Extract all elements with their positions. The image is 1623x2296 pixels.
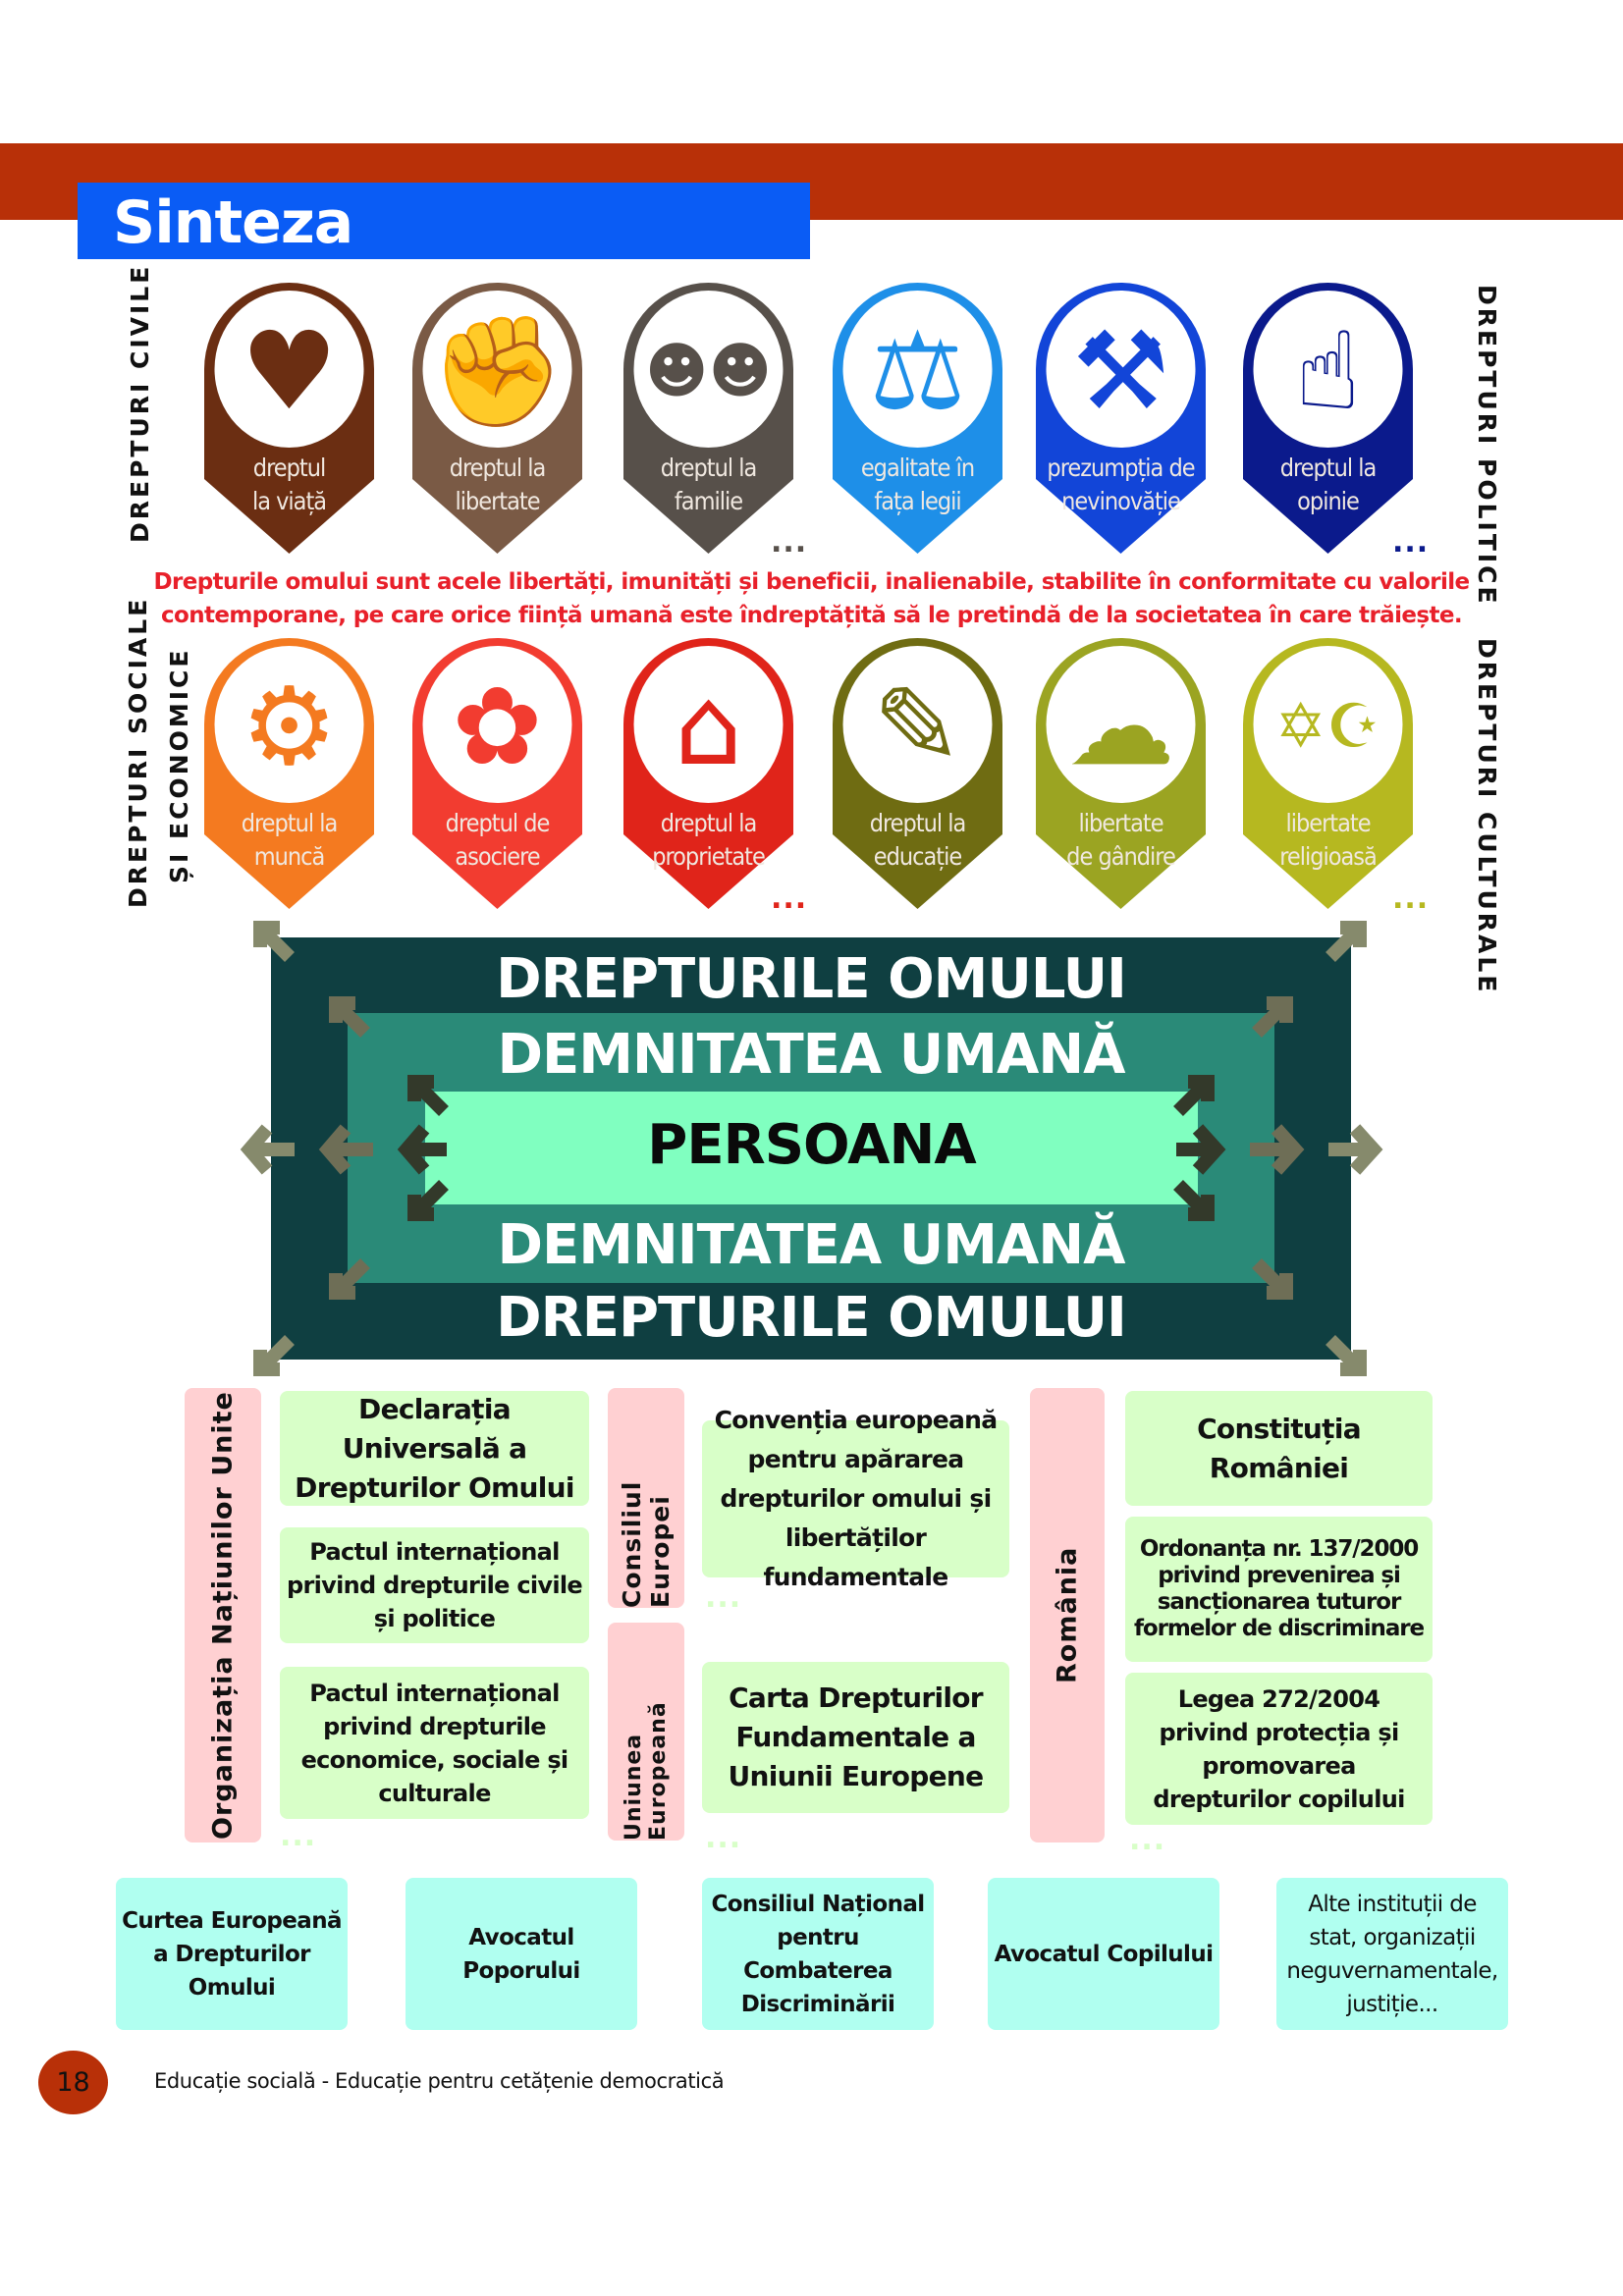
inner-arrows xyxy=(397,1075,1226,1221)
org-onu: Organizația Națiunilor Unite xyxy=(185,1388,261,1842)
badge-shape xyxy=(204,638,374,909)
outer-arrows xyxy=(240,921,1383,1376)
ue-more-ellipsis: ... xyxy=(705,1821,742,1855)
thinker-clouds-icon: ☁ xyxy=(1066,664,1175,789)
gavel-court-icon: ⚒ xyxy=(1072,308,1169,434)
more-political-rights-ellipsis: ... xyxy=(1392,525,1430,560)
inst-avocatul-poporului: Avocatul Poporului xyxy=(406,1878,637,2030)
org-consiliul-europei-label: Consiliul Europei xyxy=(618,1480,675,1608)
middle-top-text: DEMNITATEA UMANĂ xyxy=(497,1023,1125,1087)
onu-more-ellipsis: ... xyxy=(280,1819,317,1853)
badge-shape xyxy=(1243,638,1413,909)
speaker-podium-icon: ☝ xyxy=(1295,308,1361,434)
religion-symbols-icon: ✡☪ xyxy=(1274,690,1381,762)
chained-fists-icon: ✊ xyxy=(430,308,565,434)
doc-pact-civile-politice: Pactul internațional privind drepturile … xyxy=(280,1527,589,1643)
ro-more-ellipsis: ... xyxy=(1129,1823,1166,1857)
badge-shape xyxy=(833,283,1002,554)
definition-line-1: Drepturile omului sunt acele libertăți, … xyxy=(153,569,1470,595)
org-consiliul-europei: Consiliul Europei xyxy=(608,1388,684,1608)
badge-shape xyxy=(412,283,582,554)
inst-curtea-europeana: Curtea Europeană a Drepturilor Omului xyxy=(116,1878,348,2030)
doc-conventia-europeana: Convenția europeană pentru apărarea drep… xyxy=(702,1406,1009,1591)
doc-declaratia-universala: Declarația Universală a Drepturilor Omul… xyxy=(280,1391,589,1506)
outer-top-text: DREPTURILE OMULUI xyxy=(496,947,1127,1011)
doc-carta-drepturilor: Carta Drepturilor Fundamentale a Uniunii… xyxy=(702,1662,1009,1813)
family-icon: ☻☻ xyxy=(644,335,773,406)
inst-avocatul-copilului: Avocatul Copilului xyxy=(988,1878,1219,2030)
more-cultural-rights-ellipsis: ... xyxy=(1392,881,1430,916)
title-box: Sinteza xyxy=(78,183,810,259)
heart-cycle-icon: ♥ xyxy=(241,308,338,434)
middle-bottom-text: DEMNITATEA UMANĂ xyxy=(497,1213,1125,1277)
people-circle-icon: ✿ xyxy=(452,664,543,789)
org-uniunea-europeana: Uniunea Europeană xyxy=(608,1623,684,1841)
inst-cncd: Consiliul Național pentru Combaterea Dis… xyxy=(702,1878,934,2030)
outer-bottom-text: DREPTURILE OMULUI xyxy=(496,1286,1127,1350)
badge-shape xyxy=(623,638,793,909)
house-hand-icon: ⌂ xyxy=(674,664,743,789)
doc-constitutia: Constituția României xyxy=(1125,1391,1433,1506)
doc-ordonanta-137: Ordonanța nr. 137/2000 privind prevenire… xyxy=(1125,1517,1433,1662)
org-romania: România xyxy=(1030,1388,1105,1842)
page-number: 18 xyxy=(38,2051,108,2114)
footer-text: Educație socială - Educație pentru cetăț… xyxy=(154,2069,725,2093)
org-onu-label: Organizația Națiunilor Unite xyxy=(207,1391,239,1840)
doc-pact-economice: Pactul internațional privind drepturile … xyxy=(280,1667,589,1819)
inst-alte-institutii: Alte instituții de stat, organizații neg… xyxy=(1276,1878,1508,2030)
graduate-icon: ✎ xyxy=(872,664,963,789)
ce-more-ellipsis: ... xyxy=(705,1580,742,1615)
org-romania-label: România xyxy=(1052,1546,1083,1684)
badge-shape xyxy=(833,638,1002,909)
page-title: Sinteza xyxy=(113,188,353,257)
badge-shape xyxy=(204,283,374,554)
badge-shape xyxy=(1036,638,1206,909)
badge-shape xyxy=(412,638,582,909)
scales-icon: ⚖ xyxy=(869,308,966,434)
center-text: PERSOANA xyxy=(647,1113,976,1177)
badge-shape xyxy=(1243,283,1413,554)
badge-shape xyxy=(1036,283,1206,554)
label-drepturi-culturale: DREPTURI CULTURALE xyxy=(1473,638,1501,995)
definition-line-2: contemporane, pe care orice ființă umană… xyxy=(160,603,1463,628)
org-uniunea-europeana-label: Uniunea Europeană xyxy=(622,1701,671,1841)
badge-shape xyxy=(623,283,793,554)
more-civil-rights-ellipsis: ... xyxy=(771,525,808,560)
worker-gear-icon: ⚙ xyxy=(241,664,338,789)
middle-arrows xyxy=(318,996,1305,1300)
inner-frame-person: PERSOANA xyxy=(425,1092,1198,1204)
doc-legea-272: Legea 272/2004 privind protecția și prom… xyxy=(1125,1673,1433,1825)
more-social-rights-ellipsis: ... xyxy=(771,881,808,916)
